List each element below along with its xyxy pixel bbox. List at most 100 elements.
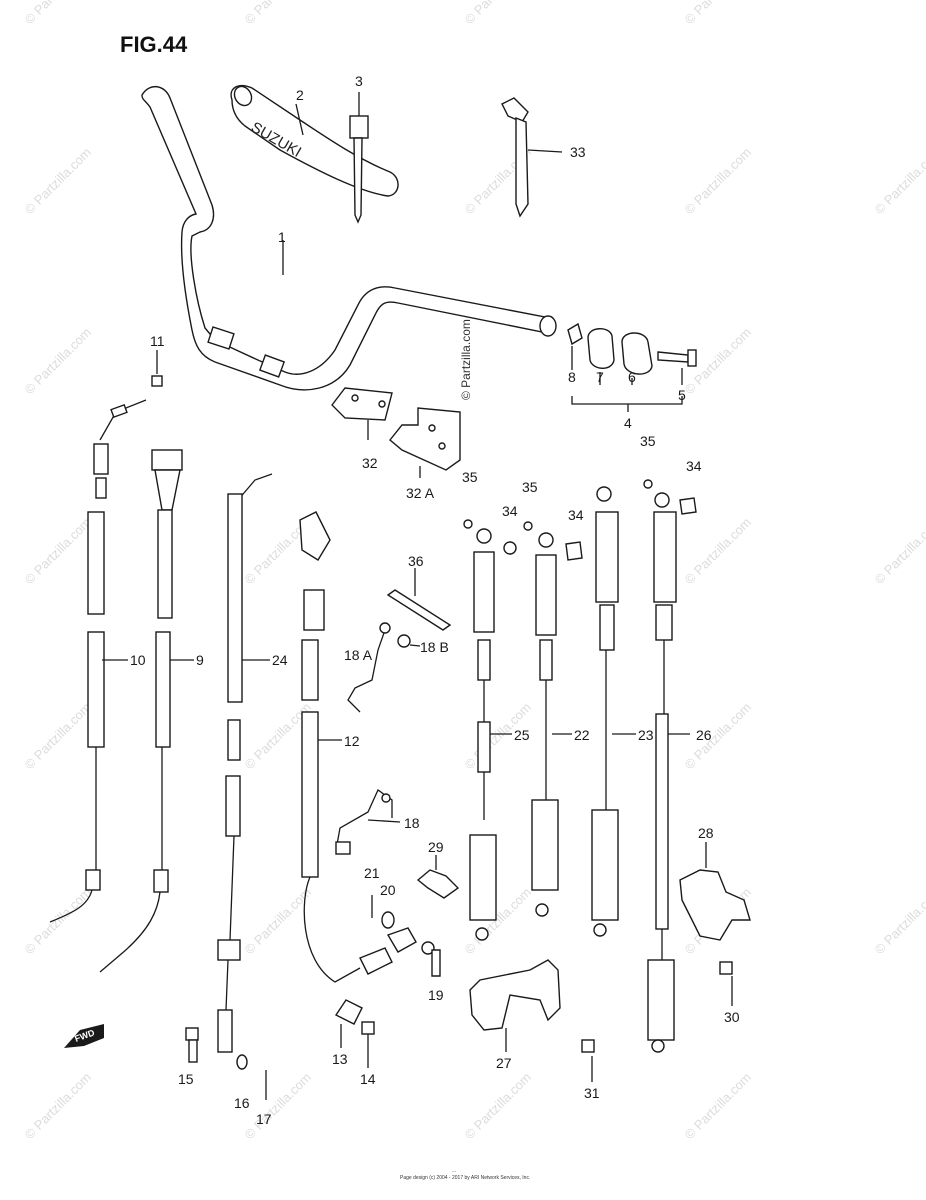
watermark: © Partzilla.com (682, 145, 755, 218)
callout-7: 7 (596, 369, 604, 385)
callout-19: 19 (428, 987, 444, 1003)
bolt-part-15 (185, 1027, 199, 1063)
tie-head (349, 115, 369, 139)
watermark: © Partzilla.com (242, 0, 315, 27)
watermark: © Partzilla.com (682, 515, 755, 588)
weight-part-7 (587, 328, 615, 369)
watermark: © Partzilla.com (242, 1070, 315, 1143)
watermark: © Partzilla.com (682, 700, 755, 773)
watermark: © Partzilla.com (22, 1070, 95, 1143)
callout-32a: 32 A (406, 485, 435, 501)
watermark: © Partzilla.com (872, 515, 926, 588)
callout-21: 21 (364, 865, 380, 881)
cable-part-25 (469, 528, 512, 941)
watermark: © Partzilla.com (22, 325, 95, 398)
watermark: © Partzilla.com (462, 0, 535, 27)
bolt-part-34 (565, 541, 583, 561)
handlebar-end (539, 315, 557, 337)
cable-tie-part-3 (349, 92, 369, 224)
clip-part-35 (643, 479, 653, 489)
watermark: © Partzilla.com (22, 145, 95, 218)
cable-part-26 (647, 492, 690, 1053)
handlebar-part-1 (141, 86, 557, 391)
washer-part-8 (567, 322, 583, 346)
forward-arrow-icon: FWD (64, 1024, 104, 1048)
callout-29: 29 (428, 839, 444, 855)
bolt-part-34 (503, 541, 517, 555)
callout-18b: 18 B (420, 639, 449, 655)
washer-part-18b (397, 634, 421, 648)
callout-9: 9 (196, 652, 204, 668)
cable-part-23 (591, 486, 636, 937)
callout-11: 11 (150, 333, 165, 349)
knurl-band (258, 354, 286, 378)
bolt-part-34 (679, 497, 697, 515)
callout-35: 35 (640, 433, 656, 449)
callout-14: 14 (360, 1071, 376, 1087)
callout-27: 27 (496, 1055, 512, 1071)
washer-part-20 (381, 911, 395, 929)
callout-labels: 2 3 33 1 11 8 7 6 5 4 32 32 A 35 34 35 3… (130, 73, 740, 1127)
bracket-part-18a (347, 622, 391, 713)
plate-part-36 (386, 568, 452, 631)
watermark: © Partzilla.com (872, 885, 926, 958)
bracket-part-32a (389, 407, 461, 478)
callout-34: 34 (686, 458, 702, 474)
callout-20: 20 (380, 882, 396, 898)
cable-part-9 (99, 449, 194, 973)
callout-16: 16 (234, 1095, 250, 1111)
callout-31: 31 (584, 1085, 600, 1101)
grip-part-2: SUZUKI (230, 84, 399, 197)
callout-3: 3 (355, 73, 363, 89)
footer-credit: Page design (c) 2004 - 2017 by ARI Netwo… (400, 1175, 530, 1181)
callout-23: 23 (638, 727, 654, 743)
cable-part-22 (531, 532, 572, 917)
callout-4: 4 (624, 415, 632, 431)
screw-head (687, 349, 697, 367)
bolt-part-30 (719, 961, 733, 1006)
callout-32: 32 (362, 455, 378, 471)
callout-12: 12 (344, 733, 360, 749)
watermark-dark: © Partzilla.com (459, 319, 473, 400)
callout-25: 25 (514, 727, 530, 743)
callout-18a: 18 A (344, 647, 373, 663)
callout-28: 28 (698, 825, 714, 841)
callout-34: 34 (568, 507, 584, 523)
watermark: © Partzilla.com (242, 885, 315, 958)
knurl-band (207, 326, 235, 350)
clip-part-33 (501, 97, 563, 218)
watermark: © Partzilla.com (22, 515, 95, 588)
fitting-part-11 (151, 350, 163, 387)
cable-part-12 (299, 511, 417, 983)
cable-part-10 (49, 399, 147, 923)
footer-line-1: ... (452, 1168, 456, 1174)
callout-30: 30 (724, 1009, 740, 1025)
callout-1: 1 (278, 229, 286, 245)
bolt-part-14 (361, 1021, 375, 1068)
bracket-part-28 (679, 842, 751, 941)
callout-15: 15 (178, 1071, 194, 1087)
callout-35: 35 (522, 479, 538, 495)
callout-22: 22 (574, 727, 590, 743)
washer-part-16 (236, 1054, 248, 1070)
bolt-part-31 (581, 1039, 595, 1082)
callout-18: 18 (404, 815, 420, 831)
callout-36: 36 (408, 553, 424, 569)
callout-26: 26 (696, 727, 712, 743)
callout-8: 8 (568, 369, 576, 385)
callout-35: 35 (462, 469, 478, 485)
figure-title: FIG.44 (120, 32, 188, 57)
clip-part-35 (463, 519, 473, 529)
callout-5: 5 (678, 387, 686, 403)
callout-6: 6 (628, 369, 636, 385)
callout-24: 24 (272, 652, 288, 668)
clip-part-35 (523, 521, 533, 531)
watermark: © Partzilla.com (462, 1070, 535, 1143)
cable-part-24 (217, 473, 273, 1053)
screw-part-5 (657, 351, 689, 363)
callout-2: 2 (296, 87, 304, 103)
watermark: © Partzilla.com (22, 700, 95, 773)
watermark: © Partzilla.com (22, 885, 95, 958)
